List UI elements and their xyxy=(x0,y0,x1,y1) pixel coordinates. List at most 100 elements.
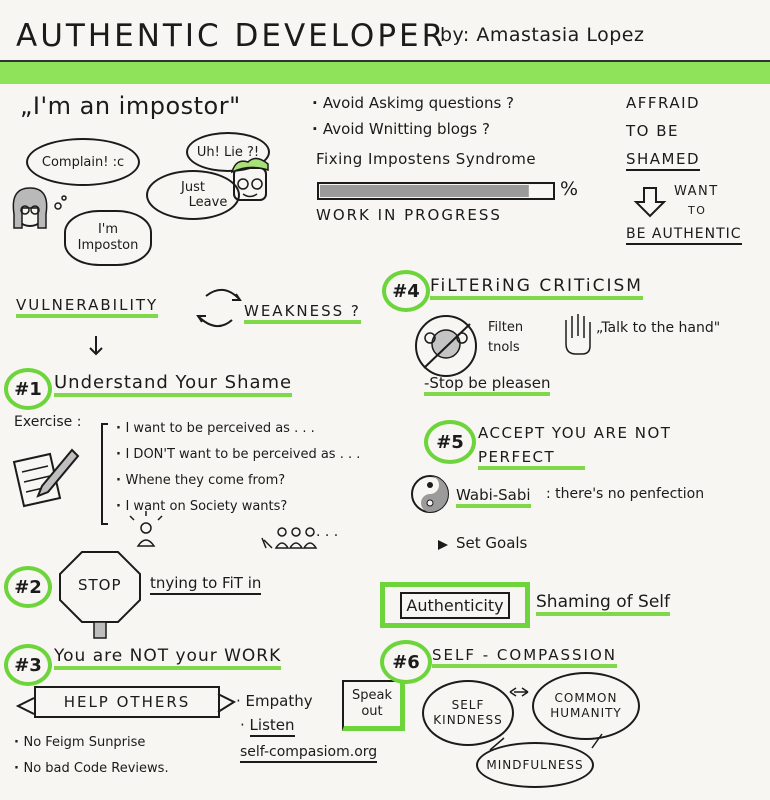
authenticity-label: Authenticity xyxy=(400,591,510,619)
exercise-bracket xyxy=(101,423,108,525)
section-2-badge: #2 xyxy=(4,566,52,608)
help-others-banner: HELP OTHERS xyxy=(34,686,220,718)
section-3-badge: #3 xyxy=(4,644,52,686)
stop-pleaser: -Stop be pleasen xyxy=(424,374,551,396)
compassion-arrow-1 xyxy=(509,687,529,697)
afraid-line-4: BE AUTHENTIC xyxy=(626,226,742,245)
complain-text: Complain! :c xyxy=(41,154,125,170)
exercise-label: Exercise : xyxy=(14,414,82,430)
progress-track xyxy=(317,182,555,200)
down-arrow-icon xyxy=(633,187,667,218)
avoid-list: Avoid Askimg questions ? Avoid Wnitting … xyxy=(312,90,514,142)
speak-text: Speak xyxy=(352,688,392,703)
cycle-arrow-bottom-icon xyxy=(197,315,233,327)
cycle-arrow-top-icon xyxy=(205,289,241,301)
banner-left-ribbon xyxy=(15,697,35,715)
authenticity-box: Authenticity xyxy=(380,582,530,628)
progress-percent: % xyxy=(560,178,579,200)
no-troll-icon xyxy=(415,315,477,377)
help-others-text: HELP OTHERS xyxy=(63,693,191,711)
avoid-item: Avoid Askimg questions ? xyxy=(312,90,514,116)
self-kindness-text-2: KINDNESS xyxy=(433,713,503,727)
set-goals: Set Goals xyxy=(456,534,528,552)
leave-bubble: Just Leave xyxy=(146,170,240,220)
mindfulness-oval: MINDFULNESS xyxy=(476,742,594,788)
stop-sign-icon xyxy=(59,551,141,639)
progress-fill xyxy=(320,185,529,197)
exercise-item: Whene they come from? xyxy=(116,468,360,494)
self-compassion-link[interactable]: self-compasiom.org xyxy=(240,744,378,763)
vulnerability-word: VULNERABILITY xyxy=(16,296,159,318)
afraid-line-2: TO BE xyxy=(626,122,680,140)
shaming-of-self: Shaming of Self xyxy=(536,592,670,616)
section-5-title-2: PERFECT xyxy=(478,448,586,470)
fixing-impostor-text: Fixing Impostens Syndrome xyxy=(316,150,537,168)
talk-to-hand: „Talk to the hand" xyxy=(596,320,721,336)
people-group-icon xyxy=(261,527,318,549)
section-5-num: #5 xyxy=(436,431,464,453)
leave-text-2: Leave xyxy=(188,195,228,210)
section-2-num: #2 xyxy=(14,576,42,598)
common-humanity-text-1: COMMON xyxy=(554,691,618,705)
section-6-title: SELF - COMPASSION xyxy=(432,646,617,668)
impostor-cloud-text-1: I'm xyxy=(97,222,119,237)
impostor-cloud: I'm Imposton xyxy=(64,210,152,266)
lie-text: Uh! Lie ?! xyxy=(196,144,260,160)
section-6-num: #6 xyxy=(392,651,420,673)
boy-face-icon xyxy=(230,157,269,201)
afraid-line-3: SHAMED xyxy=(626,150,701,171)
page-title: AUTHENTIC DEVELOPER xyxy=(16,18,447,54)
section-4-num: #4 xyxy=(392,280,420,302)
arrow-set-goals-icon xyxy=(438,540,448,550)
banner-right-ribbon xyxy=(217,693,237,713)
common-humanity-oval: COMMON HUMANITY xyxy=(532,672,640,740)
hand-icon xyxy=(565,314,591,355)
exercise-item: I DON'T want to be perceived as . . . xyxy=(116,442,360,468)
section-3-num: #3 xyxy=(14,654,42,676)
empathy-text: · Empathy xyxy=(236,692,313,710)
speak-out-box: Speak out xyxy=(342,680,405,731)
header-band-line xyxy=(0,60,770,62)
author-byline: by: Amastasia Lopez xyxy=(440,24,645,46)
help-item: No Feigm Sunprise xyxy=(14,730,169,756)
weakness-word: WEAKNESS ? xyxy=(244,302,361,324)
empathy-label: Empathy xyxy=(245,692,313,710)
section-1-num: #1 xyxy=(14,378,42,400)
listen-label: Listen xyxy=(249,716,295,737)
exercise-item: I want on Society wants? xyxy=(116,494,360,520)
exercise-item: I want to be perceived as . . . xyxy=(116,416,360,442)
section-5-badge: #5 xyxy=(424,420,476,464)
filter-trolls-2: tnols xyxy=(488,340,520,355)
out-text: out xyxy=(361,704,383,719)
section-2-text: tnying to FiT in xyxy=(150,574,262,595)
stop-label: STOP xyxy=(78,576,122,594)
afraid-line-1: AFFRAID xyxy=(626,94,701,112)
girl-face-icon xyxy=(12,187,48,229)
help-item: No bad Code Reviews. xyxy=(14,756,168,782)
wabi-sabi-text: : there's no penfection xyxy=(546,486,705,502)
group-dots: · · · xyxy=(316,528,339,544)
afraid-to: TO xyxy=(688,204,707,217)
self-kindness-text-1: SELF xyxy=(451,698,485,712)
wabi-sabi: Wabi-Sabi xyxy=(456,486,531,508)
impostor-cloud-text-2: Imposton xyxy=(77,238,139,253)
impostor-quote: „I'm an impostor" xyxy=(20,92,241,120)
section-5-title-1: ACCEPT YOU ARE NOT xyxy=(478,424,672,442)
arrow-down-vulnerability-icon xyxy=(89,336,103,356)
yin-yang-icon xyxy=(411,475,449,513)
section-1-badge: #1 xyxy=(4,368,52,410)
filter-trolls-1: Filten xyxy=(488,320,524,335)
help-list: No Feigm Sunprise No bad Code Reviews. xyxy=(14,730,169,782)
section-6-badge: #6 xyxy=(380,640,432,684)
exercise-list: I want to be perceived as . . . I DON'T … xyxy=(116,416,360,520)
complain-bubble: Complain! :c xyxy=(26,138,140,186)
header-green-band xyxy=(0,62,770,84)
section-4-badge: #4 xyxy=(382,270,430,312)
common-humanity-text-2: HUMANITY xyxy=(550,706,622,720)
leave-text-1: Just xyxy=(181,180,205,195)
mindfulness-text: MINDFULNESS xyxy=(486,757,584,772)
listen-text: · Listen xyxy=(240,716,295,737)
avoid-item: Avoid Wnitting blogs ? xyxy=(312,116,514,142)
